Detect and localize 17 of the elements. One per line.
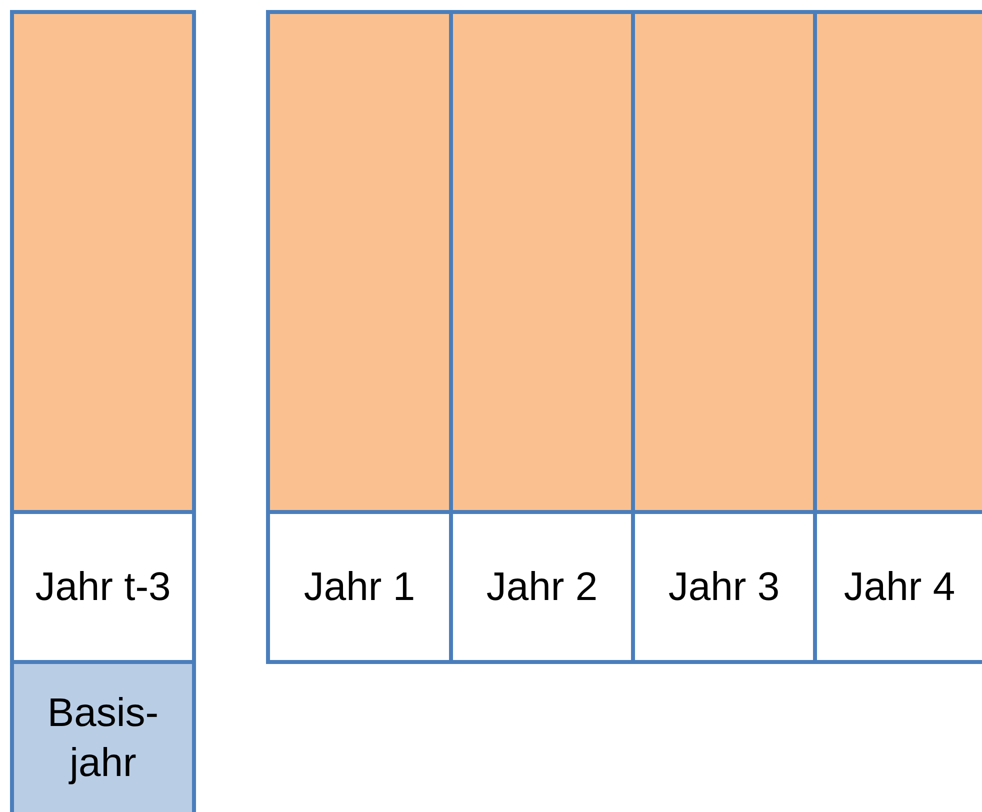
table-cell (631, 510, 813, 664)
color-block (813, 10, 982, 510)
table-cell (266, 510, 449, 664)
color-block (266, 10, 449, 510)
color-block (631, 10, 813, 510)
table-cell (10, 660, 196, 812)
year-label: Jahr 2 (485, 564, 599, 611)
table-cell (10, 510, 196, 660)
year-label: Jahr t-3 (34, 564, 172, 611)
year-label: Jahr 3 (667, 564, 781, 611)
color-block (10, 10, 196, 510)
table-cell (813, 510, 982, 664)
base-year-label: Basis- jahr (46, 690, 160, 787)
table-cell (449, 510, 631, 664)
year-label: Jahr 4 (842, 564, 956, 611)
year-label: Jahr 1 (302, 564, 416, 611)
color-block (449, 10, 631, 510)
